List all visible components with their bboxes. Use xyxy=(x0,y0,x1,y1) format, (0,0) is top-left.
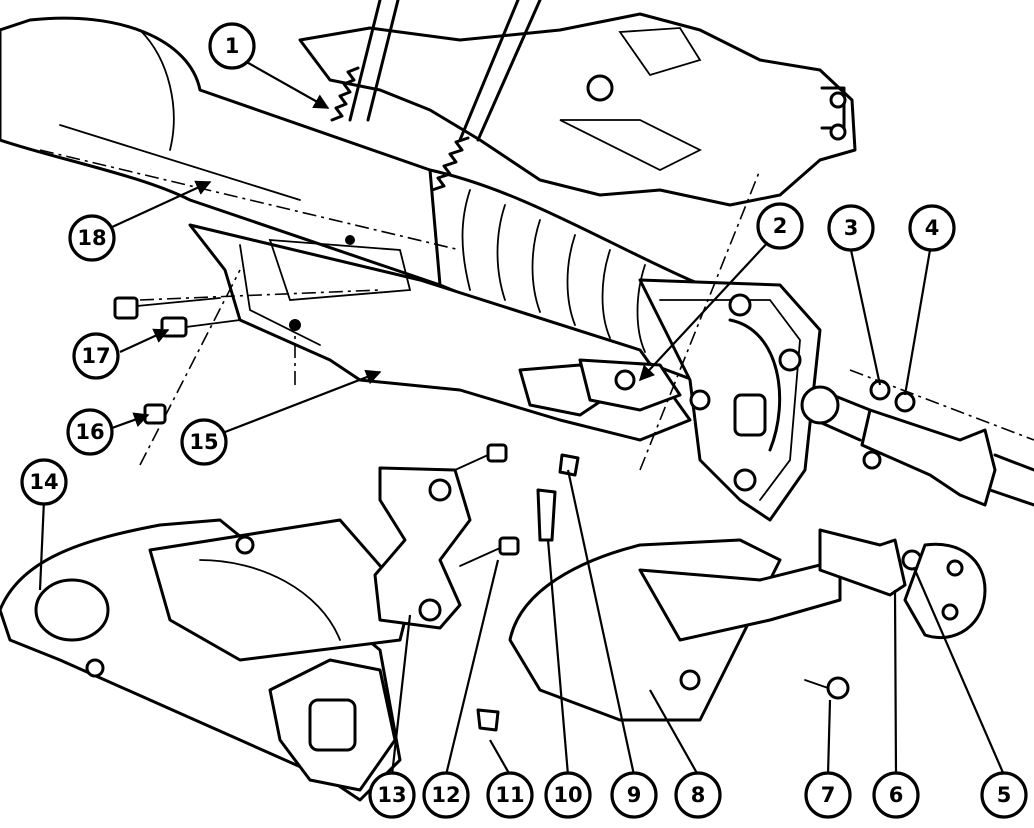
callout-label: 1 xyxy=(225,34,240,58)
callout-9: 9 xyxy=(610,771,658,819)
callout-label: 10 xyxy=(553,783,582,807)
callout-label: 8 xyxy=(691,783,706,807)
callout-label: 16 xyxy=(75,420,104,444)
callout-label: 18 xyxy=(77,226,106,250)
springs xyxy=(330,66,470,192)
intermediate-shaft-coupling xyxy=(800,379,1034,507)
callout-label: 9 xyxy=(627,783,642,807)
shaft-end-coupling xyxy=(818,528,987,640)
callout-16: 16 xyxy=(66,408,114,456)
lower-right-subview xyxy=(508,538,842,722)
callout-label: 2 xyxy=(773,214,788,238)
callout-10: 10 xyxy=(544,771,592,819)
callout-label: 17 xyxy=(81,344,110,368)
callout-8: 8 xyxy=(674,771,722,819)
centerlines xyxy=(39,149,1034,471)
callout-15: 15 xyxy=(180,418,228,466)
callout-5: 5 xyxy=(980,771,1028,819)
callout-label: 13 xyxy=(377,783,406,807)
callout-7: 7 xyxy=(804,771,852,819)
callout-3: 3 xyxy=(827,204,875,252)
column-rods xyxy=(348,0,542,142)
callout-label: 12 xyxy=(431,783,460,807)
callout-label: 3 xyxy=(844,216,859,240)
callout-label: 5 xyxy=(997,783,1012,807)
callout-14: 14 xyxy=(20,458,68,506)
callout-6: 6 xyxy=(872,771,920,819)
loose-screws xyxy=(454,443,850,732)
callout-label: 6 xyxy=(889,783,904,807)
leader-lines xyxy=(38,59,1006,776)
callout-label: 11 xyxy=(495,783,524,807)
callout-1: 1 xyxy=(208,22,256,70)
column-flange-plate xyxy=(638,278,822,522)
callout-11: 11 xyxy=(486,771,534,819)
callout-18: 18 xyxy=(68,214,116,262)
upper-dash-bracket xyxy=(298,12,857,207)
callout-17: 17 xyxy=(72,332,120,380)
callout-label: 14 xyxy=(29,470,58,494)
callout-12: 12 xyxy=(422,771,470,819)
lower-left-subview xyxy=(0,466,472,802)
callout-label: 7 xyxy=(821,783,836,807)
callout-2: 2 xyxy=(756,202,804,250)
callout-label: 15 xyxy=(189,430,218,454)
callout-13: 13 xyxy=(368,771,416,819)
upper-left-fasteners xyxy=(113,269,296,466)
callout-label: 4 xyxy=(925,216,940,240)
callout-4: 4 xyxy=(908,204,956,252)
